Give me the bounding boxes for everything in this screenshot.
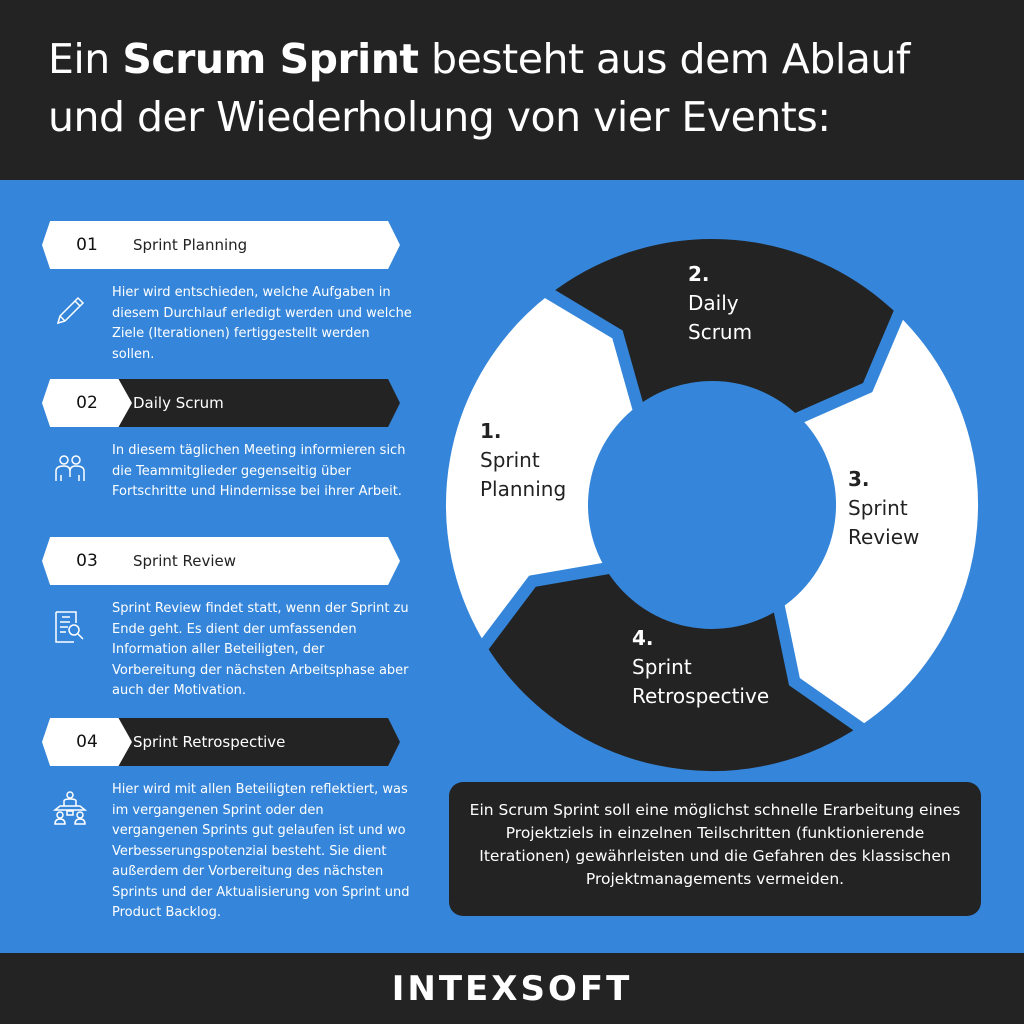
page-title: Ein Scrum Sprint besteht aus dem Ablauf xyxy=(48,35,910,83)
intexsoft-logo: INTEXSOFT xyxy=(391,968,633,1009)
team-icon xyxy=(55,455,85,481)
segment-sprint-planning xyxy=(434,283,647,660)
document-search-icon xyxy=(55,611,84,643)
step-description: In diesem täglichen Meeting informieren … xyxy=(112,443,406,499)
step-title: Sprint Retrospective xyxy=(133,733,286,751)
header: Ein Scrum Sprint besteht aus dem Ablauf … xyxy=(0,0,1024,180)
footer: INTEXSOFT xyxy=(0,953,1024,1024)
step-title: Daily Scrum xyxy=(133,394,224,412)
pencil-icon xyxy=(56,296,85,325)
step-number: 03 xyxy=(42,537,132,585)
step-description: Hier wird entschieden, welche Aufgaben i… xyxy=(112,285,412,362)
segment-sprint-review xyxy=(771,298,990,738)
step-title: Sprint Review xyxy=(133,552,237,570)
step-description: Hier wird mit allen Beteiligten reflekti… xyxy=(112,782,410,920)
meeting-icon xyxy=(52,791,88,825)
step-number: 01 xyxy=(42,221,132,269)
step-description: Sprint Review findet statt, wenn der Spr… xyxy=(112,601,409,698)
step-title: Sprint Planning xyxy=(133,236,248,254)
step-number: 04 xyxy=(42,718,132,766)
segment-daily-scrum xyxy=(533,227,909,428)
summary-box: Ein Scrum Sprint soll eine möglichst sch… xyxy=(449,782,981,916)
page-title-line2: und der Wiederholung von vier Events: xyxy=(48,93,831,141)
segment-sprint-retrospective xyxy=(474,560,875,783)
step-number: 02 xyxy=(42,379,132,427)
